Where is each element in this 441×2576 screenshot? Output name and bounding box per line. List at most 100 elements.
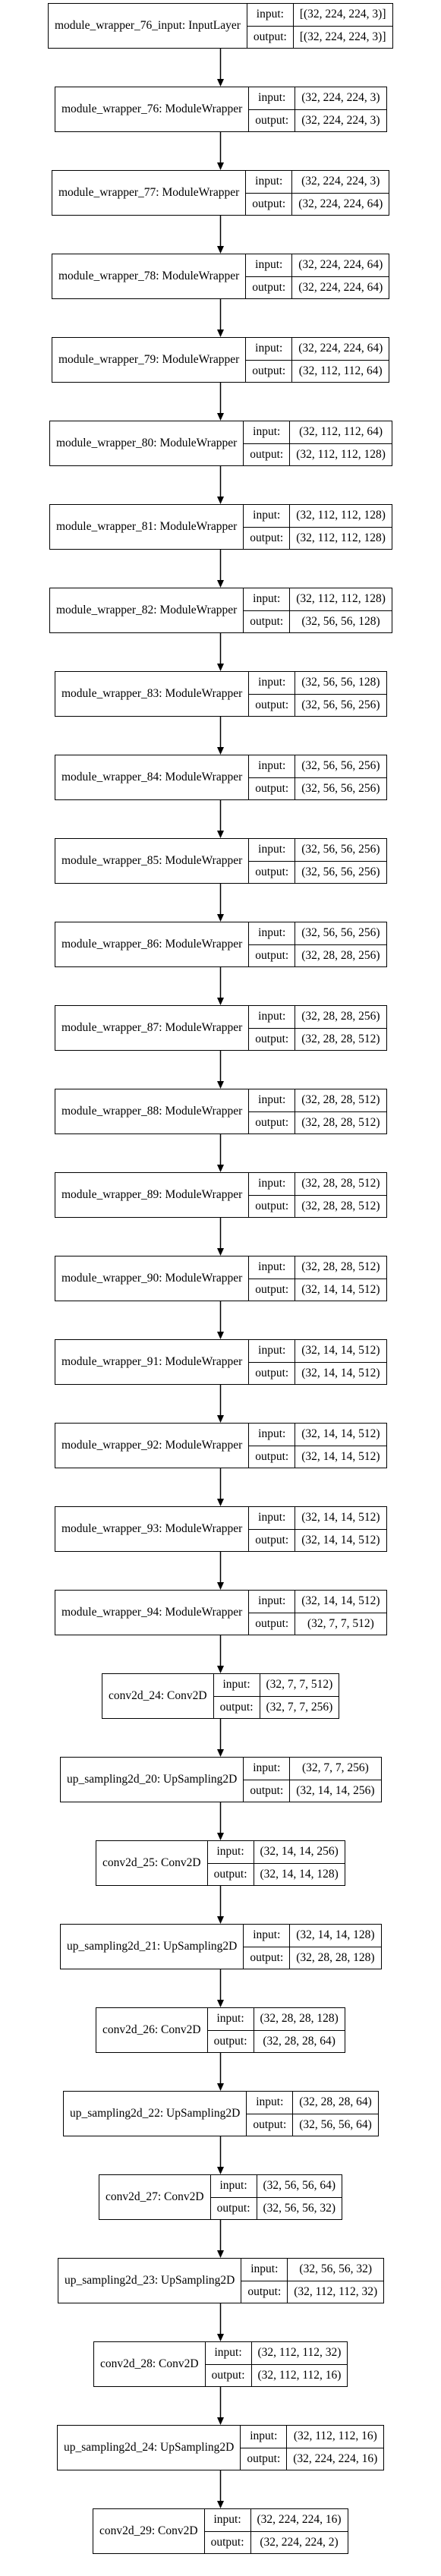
- output-label: output:: [244, 527, 291, 549]
- output-shape: (32, 56, 56, 256): [301, 865, 380, 878]
- input-label: input:: [213, 1674, 260, 1697]
- layer-ports: input:(32, 28, 28, 256)output:(32, 28, 2…: [249, 1006, 386, 1050]
- arrowhead: [217, 2417, 224, 2425]
- layer-name: module_wrapper_76: ModuleWrapper: [55, 87, 250, 131]
- layer-ports: input:(32, 7, 7, 256)output:(32, 14, 14,…: [244, 1758, 381, 1802]
- layer-ports: input:(32, 224, 224, 64)output:(32, 112,…: [246, 338, 389, 382]
- input-label: input:: [249, 1006, 296, 1029]
- layer-name: module_wrapper_89: ModuleWrapper: [55, 1173, 250, 1217]
- layer-name: conv2d_25: Conv2D: [96, 1841, 208, 1885]
- output-label: output:: [246, 276, 293, 298]
- output-label: output:: [249, 1111, 296, 1134]
- input-shape: (32, 112, 112, 64): [290, 421, 392, 444]
- input-label: input:: [244, 1925, 291, 1947]
- arrowhead: [217, 79, 224, 87]
- layer-name: up_sampling2d_21: UpSampling2D: [61, 1925, 244, 1969]
- input-label: input:: [249, 1591, 296, 1613]
- layer-name: up_sampling2d_23: UpSampling2D: [58, 2259, 242, 2303]
- input-label: input:: [207, 2008, 254, 2031]
- layer-name: module_wrapper_82: ModuleWrapper: [50, 588, 244, 632]
- arrowhead: [217, 2501, 224, 2508]
- layer-name: module_wrapper_88: ModuleWrapper: [55, 1089, 250, 1134]
- output-label: output:: [249, 1362, 296, 1384]
- output-shape: (32, 28, 28, 512): [301, 1032, 380, 1045]
- layer-ports: input:(32, 224, 224, 16)output:(32, 224,…: [204, 2509, 348, 2553]
- layer-ports: input:(32, 56, 56, 256)output:(32, 28, 2…: [249, 922, 386, 966]
- input-shape: (32, 14, 14, 512): [295, 1507, 386, 1530]
- arrowhead: [217, 497, 224, 504]
- input-label: input:: [247, 4, 294, 27]
- input-label: input:: [244, 1758, 291, 1780]
- input-shape: (32, 28, 28, 512): [295, 1173, 386, 1196]
- input-shape: (32, 224, 224, 64): [292, 254, 389, 277]
- input-shape: (32, 112, 112, 128): [290, 588, 392, 611]
- output-label: output:: [249, 1446, 296, 1468]
- layer-ports: input:(32, 56, 56, 64)output:(32, 56, 56…: [210, 2175, 342, 2219]
- arrowhead: [217, 1499, 224, 1506]
- layer-name: up_sampling2d_22: UpSampling2D: [64, 2092, 247, 2136]
- layer-ports: input:[(32, 224, 224, 3)]output:[(32, 22…: [247, 4, 392, 48]
- layer-ports: input:(32, 14, 14, 128)output:(32, 28, 2…: [244, 1925, 381, 1969]
- arrowhead: [217, 1749, 224, 1757]
- input-shape: (32, 224, 224, 64): [292, 338, 389, 361]
- layer-name: module_wrapper_81: ModuleWrapper: [50, 505, 244, 549]
- input-label: input:: [207, 1841, 254, 1864]
- output-label: output:: [246, 193, 293, 215]
- layer-ports: input:(32, 112, 112, 64)output:(32, 112,…: [244, 421, 392, 465]
- output-label: output:: [244, 1947, 291, 1969]
- layer-ports: input:(32, 14, 14, 512)output:(32, 14, 1…: [249, 1507, 386, 1551]
- output-shape: (32, 14, 14, 512): [301, 1366, 380, 1379]
- layer-name: conv2d_28: Conv2D: [94, 2342, 206, 2386]
- layer-name: module_wrapper_94: ModuleWrapper: [55, 1591, 250, 1635]
- arrowhead: [217, 1165, 224, 1172]
- layer-ports: input:(32, 14, 14, 512)output:(32, 14, 1…: [249, 1424, 386, 1468]
- output-label: output:: [205, 2531, 251, 2553]
- input-shape: (32, 28, 28, 128): [254, 2008, 345, 2031]
- output-shape: (32, 224, 224, 2): [260, 2535, 339, 2549]
- input-label: input:: [249, 1089, 296, 1112]
- input-shape: (32, 224, 224, 3): [295, 87, 386, 110]
- output-label: output:: [244, 443, 291, 465]
- arrowhead: [217, 1833, 224, 1840]
- output-label: output:: [249, 1613, 296, 1635]
- layer-name: module_wrapper_87: ModuleWrapper: [55, 1006, 250, 1050]
- input-shape: (32, 56, 56, 128): [295, 672, 386, 695]
- input-label: input:: [249, 922, 296, 945]
- output-label: output:: [241, 2281, 288, 2303]
- arrowhead: [217, 831, 224, 838]
- input-label: input:: [246, 338, 293, 361]
- layer-name: module_wrapper_90: ModuleWrapper: [55, 1256, 250, 1301]
- output-shape: (32, 14, 14, 128): [260, 1867, 339, 1881]
- output-label: output:: [249, 1028, 296, 1050]
- output-label: output:: [249, 861, 296, 883]
- output-label: output:: [211, 2197, 257, 2219]
- input-shape: (32, 28, 28, 512): [295, 1089, 386, 1112]
- output-shape: (32, 7, 7, 256): [266, 1700, 333, 1714]
- layer-ports: input:(32, 112, 112, 16)output:(32, 224,…: [241, 2426, 384, 2470]
- layer-name: module_wrapper_83: ModuleWrapper: [55, 672, 250, 716]
- layer-name: conv2d_29: Conv2D: [93, 2509, 205, 2553]
- output-label: output:: [249, 777, 296, 799]
- input-label: input:: [249, 672, 296, 695]
- layer-name: module_wrapper_93: ModuleWrapper: [55, 1507, 250, 1551]
- input-shape: (32, 56, 56, 64): [257, 2175, 342, 2198]
- output-shape: (32, 14, 14, 512): [301, 1533, 380, 1547]
- input-label: input:: [249, 1340, 296, 1363]
- input-label: input:: [244, 588, 291, 611]
- output-shape: (32, 112, 112, 16): [257, 2368, 342, 2382]
- arrowhead: [217, 914, 224, 922]
- output-label: output:: [241, 2448, 288, 2470]
